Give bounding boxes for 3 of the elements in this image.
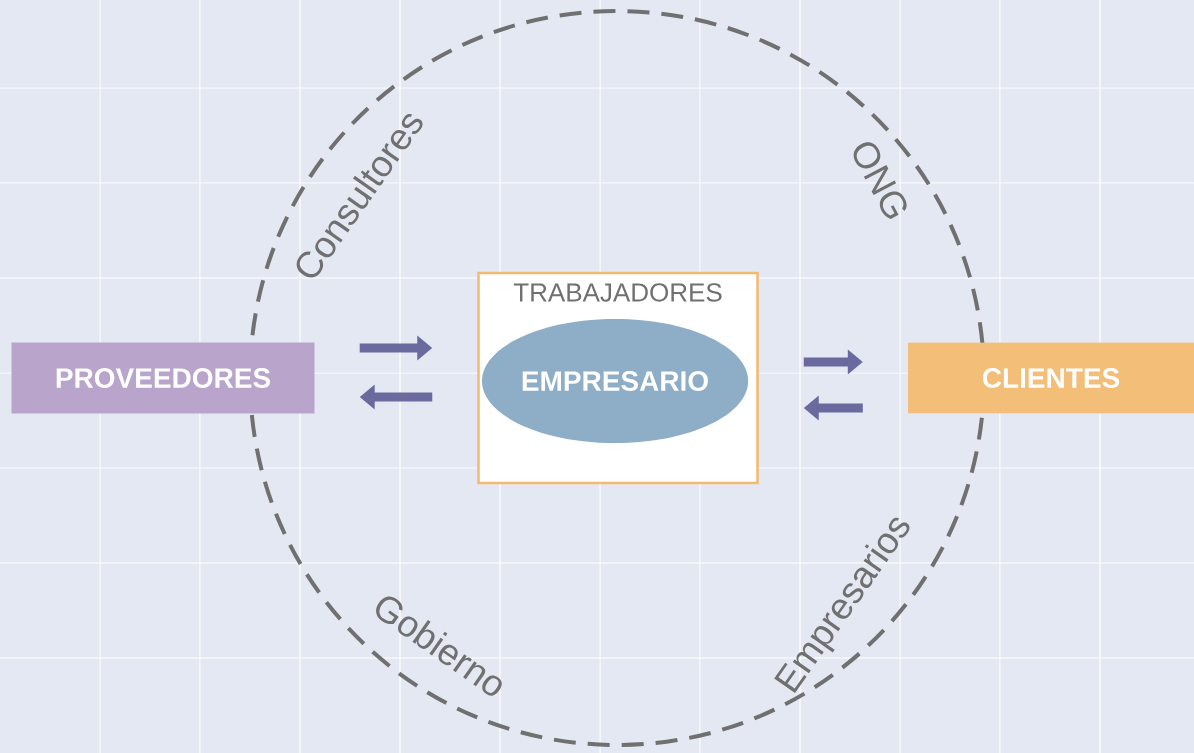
circle-label: ONG <box>853 142 907 219</box>
label-box: PROVEEDORES <box>11 342 315 414</box>
label-box: CLIENTES <box>908 342 1194 414</box>
